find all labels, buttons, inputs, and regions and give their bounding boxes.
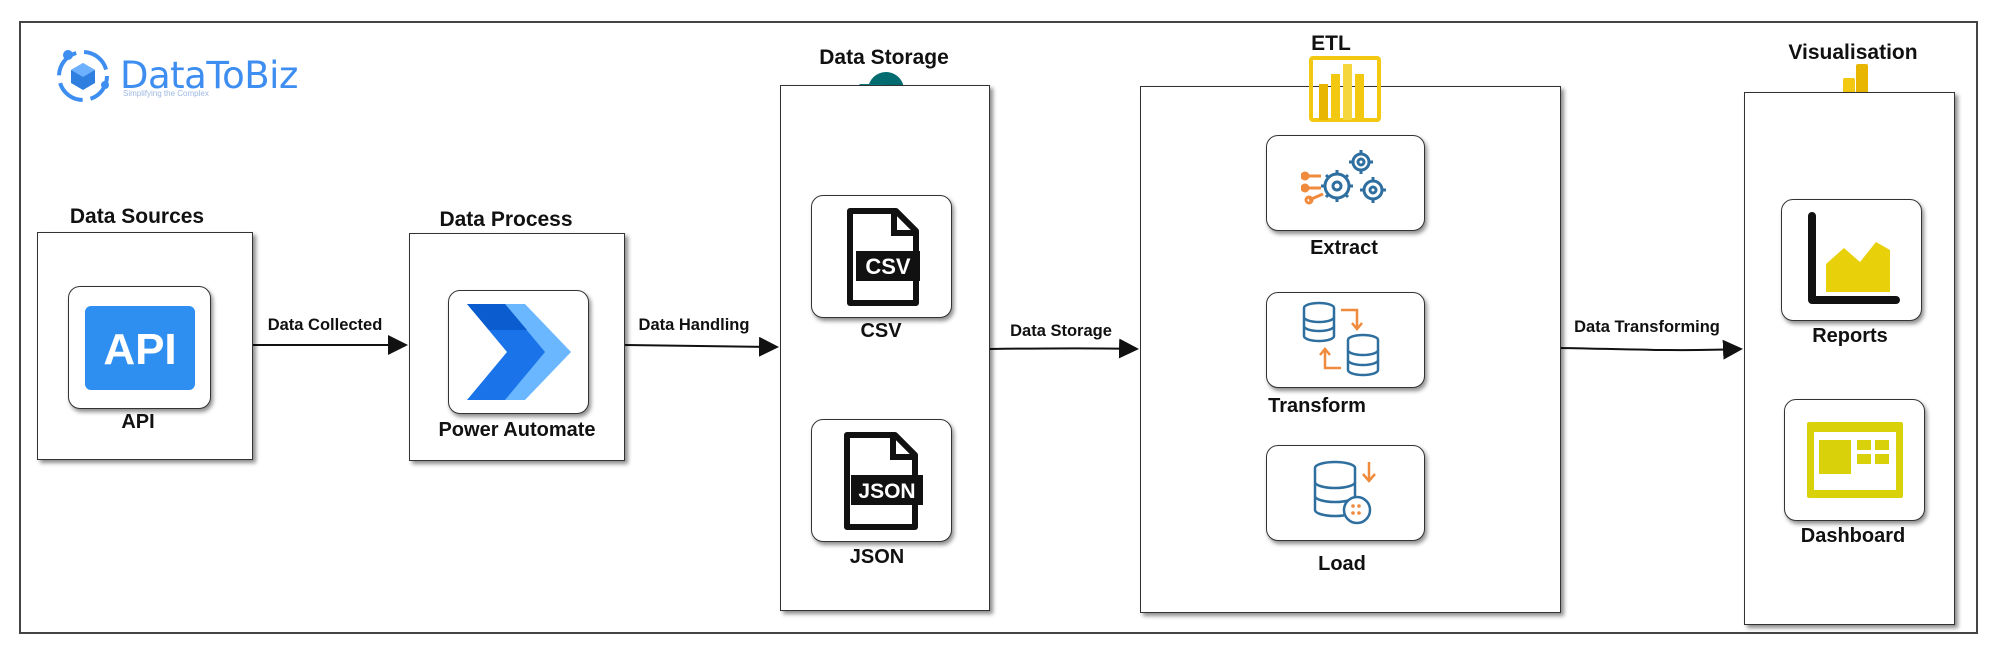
load-card <box>1266 445 1425 541</box>
logo-icon <box>57 50 109 102</box>
json-file-text: JSON <box>858 480 915 503</box>
dashboard-card <box>1784 399 1925 521</box>
data-storage-panel: CSV CSV JSON JSON <box>780 85 990 611</box>
extract-gears-icon <box>1300 150 1386 205</box>
edge-label-data-collected: Data Collected <box>267 316 383 334</box>
edge-label-data-transforming: Data Transforming <box>1574 318 1720 336</box>
diagram-frame <box>19 21 1978 634</box>
load-database-icon <box>1313 460 1376 525</box>
reports-chart-icon <box>1807 212 1900 304</box>
power-automate-label: Power Automate <box>438 419 596 441</box>
power-bi-etl-icon <box>1309 56 1381 122</box>
arrow-process-to-storage <box>624 336 779 357</box>
edge-label-data-handling: Data Handling <box>638 316 750 334</box>
csv-file-icon: CSV <box>846 207 920 306</box>
json-card: JSON <box>811 419 952 542</box>
etl-panel: Extract Transform <box>1140 86 1561 613</box>
transform-label: Transform <box>1268 395 1366 417</box>
logo-tagline: Simplifying the Complex <box>123 89 209 98</box>
api-label: API <box>121 411 155 433</box>
reports-label: Reports <box>1812 325 1888 347</box>
transform-databases-icon <box>1302 301 1379 377</box>
etl-title: ETL <box>1311 32 1351 55</box>
data-sources-panel: API API <box>37 232 253 460</box>
visualisation-title: Visualisation <box>1788 41 1918 64</box>
logo-wordmark: DataToBiz <box>120 54 298 97</box>
dashboard-label: Dashboard <box>1800 525 1906 547</box>
csv-file-text: CSV <box>865 254 911 279</box>
power-automate-card <box>448 290 589 414</box>
extract-card <box>1266 135 1425 231</box>
csv-label: CSV <box>860 320 902 342</box>
api-icon: API <box>84 305 195 390</box>
extract-label: Extract <box>1310 237 1378 259</box>
data-sources-title: Data Sources <box>69 205 205 228</box>
reports-card <box>1781 199 1922 321</box>
visualisation-panel: Reports Dashboard <box>1744 92 1955 625</box>
power-automate-icon <box>466 304 571 400</box>
edge-label-data-storage: Data Storage <box>1010 322 1112 340</box>
transform-card <box>1266 292 1425 388</box>
arrow-etl-to-visualisation <box>1560 339 1743 360</box>
api-card: API <box>68 286 211 409</box>
data-process-panel: Power Automate <box>409 233 625 461</box>
api-icon-text: API <box>103 325 176 374</box>
data-process-title: Data Process <box>439 208 573 231</box>
data-storage-title: Data Storage <box>819 46 949 69</box>
load-label: Load <box>1318 553 1366 575</box>
json-label: JSON <box>849 546 905 568</box>
json-file-icon: JSON <box>843 431 923 530</box>
csv-card: CSV <box>811 195 952 318</box>
dashboard-icon <box>1806 422 1903 498</box>
arrow-storage-to-etl <box>989 338 1139 359</box>
